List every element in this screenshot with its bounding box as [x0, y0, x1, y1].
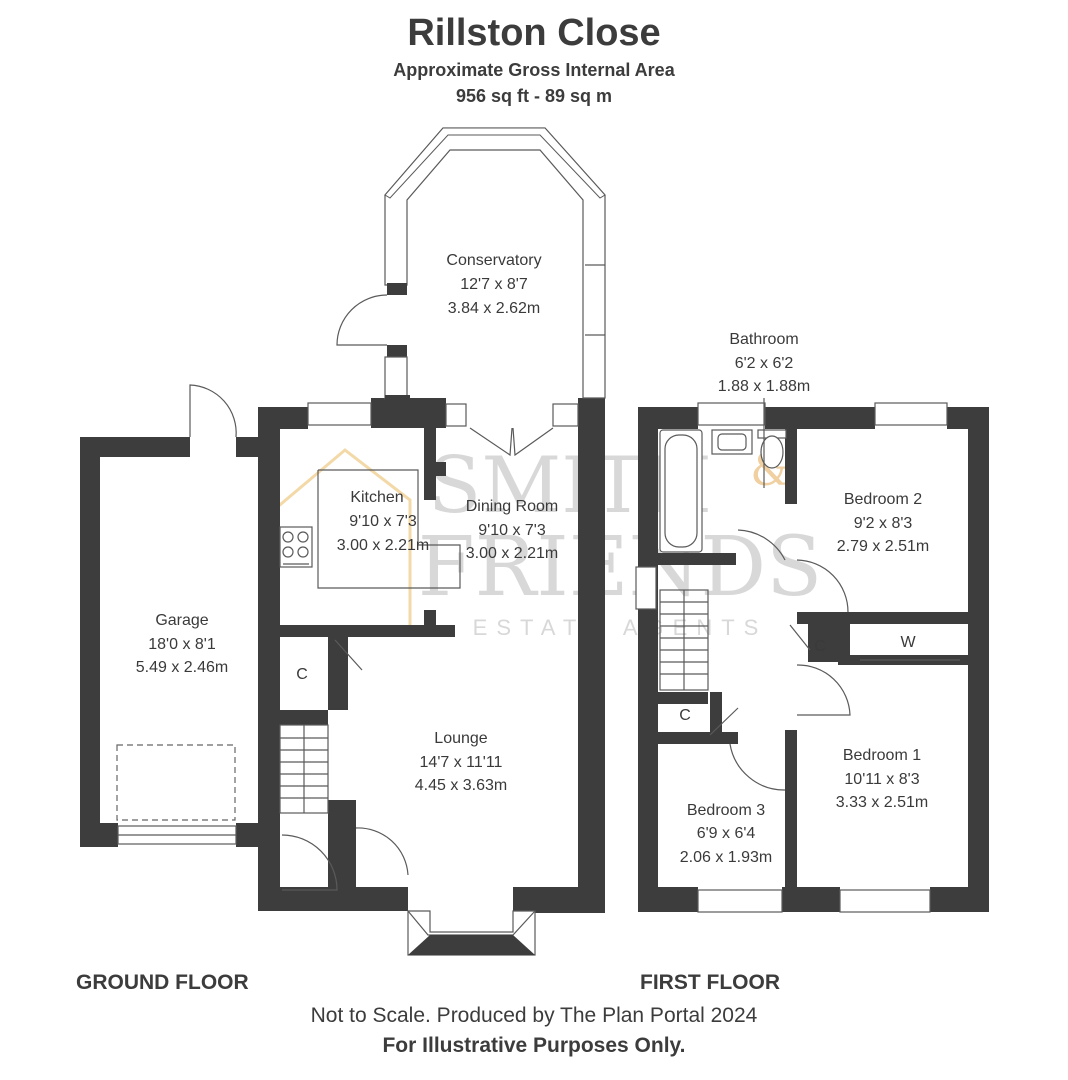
- bathroom-fittings: [659, 429, 787, 553]
- bedroom3-window: [697, 889, 783, 913]
- front-door-swing: [281, 834, 338, 891]
- dining-name: Dining Room: [466, 498, 558, 515]
- conservatory-imperial: 12'7 x 8'7: [460, 276, 528, 293]
- conservatory-metric: 3.84 x 2.62m: [448, 300, 541, 317]
- bathroom-door-swing: [737, 529, 786, 561]
- bedroom2-imperial: 9'2 x 8'3: [854, 515, 913, 532]
- kitchen-fittings: [279, 469, 461, 589]
- cupboard-label-ground: C: [296, 666, 308, 683]
- dining-metric: 3.00 x 2.21m: [466, 545, 559, 562]
- first-floor: [635, 402, 989, 913]
- plan-subtitle: Approximate Gross Internal Area: [393, 60, 675, 80]
- ground-floor-label: GROUND FLOOR: [76, 971, 249, 994]
- garage: [80, 384, 266, 847]
- cupboard-label-first: C: [679, 707, 691, 724]
- garage-name: Garage: [155, 612, 208, 629]
- footer-scale-note: Not to Scale. Produced by The Plan Porta…: [310, 1004, 758, 1027]
- bedroom3-imperial: 6'9 x 6'4: [697, 825, 756, 842]
- watermark-line3: ESTATE AGENTS: [473, 615, 768, 640]
- room-dining-label: Dining Room 9'10 x 7'3 3.00 x 2.21m: [466, 498, 559, 562]
- room-bathroom-label: Bathroom 6'2 x 6'2 1.88 x 1.88m: [718, 331, 811, 488]
- garage-door-swing: [189, 384, 237, 438]
- room-bedroom2-label: Bedroom 2 9'2 x 8'3 2.79 x 2.51m: [837, 491, 930, 555]
- plan-title: Rillston Close: [407, 12, 661, 54]
- bedroom1-window: [839, 889, 931, 913]
- kitchen-imperial: 9'10 x 7'3: [349, 513, 417, 530]
- bedroom3-metric: 2.06 x 1.93m: [680, 849, 773, 866]
- dining-imperial: 9'10 x 7'3: [478, 522, 546, 539]
- ground-floor-walls: [258, 398, 605, 913]
- bathroom-window: [697, 402, 766, 426]
- ground-floor: [80, 127, 606, 956]
- bedroom1-name: Bedroom 1: [843, 747, 921, 764]
- room-lounge-label: Lounge 14'7 x 11'11 4.45 x 3.63m: [415, 730, 508, 794]
- room-bedroom3-label: Bedroom 3 6'9 x 6'4 2.06 x 1.93m: [680, 802, 773, 866]
- conservatory-door-swing: [336, 294, 388, 346]
- room-conservatory-label: Conservatory 12'7 x 8'7 3.84 x 2.62m: [446, 252, 541, 317]
- conservatory-name: Conservatory: [446, 252, 541, 269]
- bedroom1-metric: 3.33 x 2.51m: [836, 794, 929, 811]
- kitchen-window: [307, 402, 372, 426]
- room-bedroom1-label: Bedroom 1 10'11 x 8'3 3.33 x 2.51m: [836, 747, 929, 811]
- plan-area: 956 sq ft - 89 sq m: [455, 86, 613, 106]
- kitchen-metric: 3.00 x 2.21m: [337, 537, 430, 554]
- patio-door-right: [512, 427, 554, 457]
- dining-window-right: [552, 403, 579, 427]
- cupboard-door-ground: [334, 639, 363, 671]
- wardrobe-label: W: [900, 634, 916, 651]
- bathroom-metric: 1.88 x 1.88m: [718, 378, 811, 395]
- bedroom2-door-swing: [796, 559, 849, 613]
- lounge-name: Lounge: [434, 730, 487, 747]
- bedroom2-window: [874, 402, 948, 426]
- bedroom1-imperial: 10'11 x 8'3: [844, 771, 919, 788]
- dining-window-left: [445, 403, 467, 427]
- lounge-imperial: 14'7 x 11'11: [420, 754, 503, 771]
- landing-window: [635, 566, 657, 610]
- garage-metric: 5.49 x 2.46m: [136, 659, 229, 676]
- bathroom-imperial: 6'2 x 6'2: [735, 355, 794, 372]
- ground-stairs: [279, 724, 329, 814]
- garage-imperial: 18'0 x 8'1: [148, 636, 216, 653]
- kitchen-name: Kitchen: [350, 489, 403, 506]
- room-kitchen-label: Kitchen 9'10 x 7'3 3.00 x 2.21m: [337, 489, 430, 554]
- cupboard-door-first: [709, 707, 739, 736]
- first-floor-label: FIRST FLOOR: [640, 971, 780, 994]
- bedroom3-name: Bedroom 3: [687, 802, 765, 819]
- bedroom1-door-swing: [796, 664, 851, 716]
- bathroom-name: Bathroom: [729, 331, 798, 348]
- bedroom2-metric: 2.79 x 2.51m: [837, 538, 930, 555]
- watermark-line2: FRIENDS: [418, 520, 823, 615]
- cupboard-label-landing: C: [814, 638, 826, 655]
- footer-disclaimer: For Illustrative Purposes Only.: [382, 1034, 686, 1057]
- room-garage-label: Garage 18'0 x 8'1 5.49 x 2.46m: [136, 612, 229, 676]
- first-stairs: [659, 589, 709, 691]
- cupboard2-door: [789, 624, 811, 651]
- patio-door-left: [469, 427, 513, 457]
- garage-door-outline: [116, 744, 236, 821]
- bedroom2-name: Bedroom 2: [844, 491, 922, 508]
- lounge-metric: 4.45 x 3.63m: [415, 777, 508, 794]
- bedroom3-door-swing: [729, 743, 786, 791]
- lounge-door-swing: [355, 827, 409, 876]
- conservatory: [336, 127, 606, 457]
- first-floor-walls: [638, 407, 989, 912]
